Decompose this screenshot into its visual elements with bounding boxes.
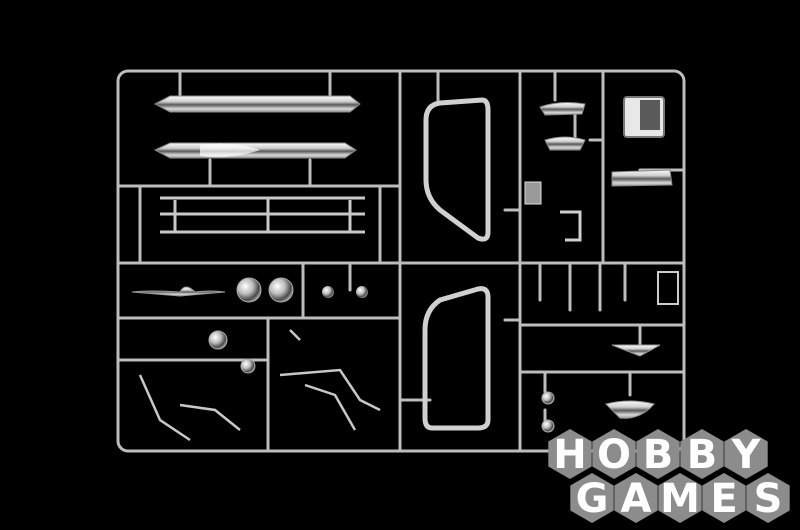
watermark-letter: M	[660, 476, 700, 522]
watermark-hexagon	[548, 429, 592, 479]
watermark-hexagon	[658, 473, 702, 523]
watermark-hexagon	[570, 473, 614, 523]
watermark-letter: G	[576, 476, 609, 522]
mirror-and-lamp-parts	[524, 96, 673, 242]
headlamps	[208, 277, 555, 433]
watermark-hexagon	[680, 429, 724, 479]
watermark-letter: S	[754, 476, 783, 522]
bumper-bars	[153, 95, 361, 159]
window-frames	[422, 97, 491, 431]
watermark-letter: Y	[731, 432, 762, 478]
watermark-hexagon	[592, 429, 636, 479]
watermark-letter: B	[643, 432, 674, 478]
watermark-hexagon	[746, 473, 790, 523]
grille-rails	[160, 196, 365, 234]
watermark-letter: H	[553, 432, 586, 478]
watermark-letter: O	[597, 432, 631, 478]
wiper-arms	[138, 329, 381, 442]
emblem-and-trim	[131, 271, 679, 419]
watermark-hexagon	[724, 429, 768, 479]
watermark-hexagon	[636, 429, 680, 479]
watermark-hexagon	[702, 473, 746, 523]
watermark-hexagon	[614, 473, 658, 523]
watermark-letter: B	[687, 432, 718, 478]
watermark-letter: E	[710, 476, 737, 522]
sprue-frame	[116, 69, 686, 453]
watermark-letter: A	[621, 476, 652, 522]
